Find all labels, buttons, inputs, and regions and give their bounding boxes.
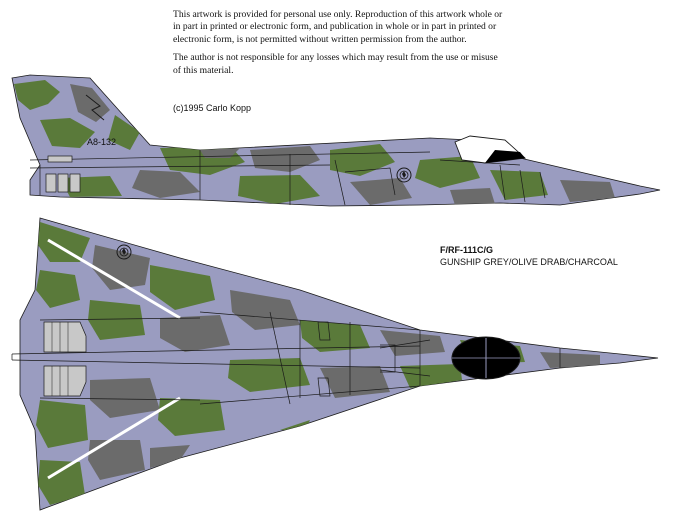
paint-scheme: GUNSHIP GREY/OLIVE DRAB/CHARCOAL [440,257,618,267]
top-view [11,217,659,511]
top-roundel-icon [116,244,132,260]
copyright-notice: This artwork is provided for personal us… [173,9,503,83]
aircraft-serial: A8-132 [87,137,117,147]
liability-notice: The author is not responsible for any lo… [173,52,498,76]
top-engine-exhausts [43,321,87,397]
side-canopy-glass [485,150,525,163]
side-engine-nozzles [45,155,81,193]
top-camouflage [36,222,600,505]
aircraft-caption: F/RF-111C/G GUNSHIP GREY/OLIVE DRAB/CHAR… [440,244,618,268]
top-canopy [451,336,521,380]
author-credit: (c)1995 Carlo Kopp [173,103,252,113]
side-panel-lines [29,94,546,206]
side-view [11,74,661,207]
side-roundel-icon [396,167,412,183]
top-panel-lines [11,311,561,405]
top-wing-sweep-slots [47,238,181,480]
aircraft-variant: F/RF-111C/G [440,245,494,255]
usage-notice: This artwork is provided for personal us… [173,9,503,45]
